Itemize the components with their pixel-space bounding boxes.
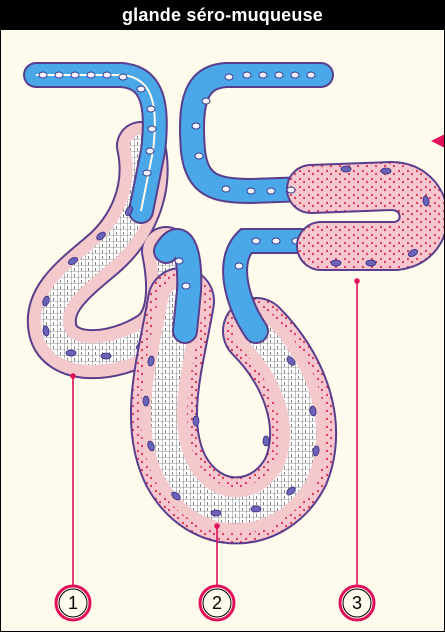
gland-diagram: 1 2 3 (1, 31, 444, 631)
tubule-middle (143, 238, 321, 516)
pointer-arrow-icon (431, 134, 444, 148)
callout-3-label: 3 (352, 593, 362, 613)
callout-1: 1 (56, 586, 90, 620)
callout-2: 2 (200, 586, 234, 620)
tubule-right (192, 72, 430, 266)
callout-3: 3 (340, 586, 374, 620)
figure-title: glande séro-muqueuse (1, 1, 444, 30)
callout-1-label: 1 (68, 593, 78, 613)
callout-2-label: 2 (212, 593, 222, 613)
